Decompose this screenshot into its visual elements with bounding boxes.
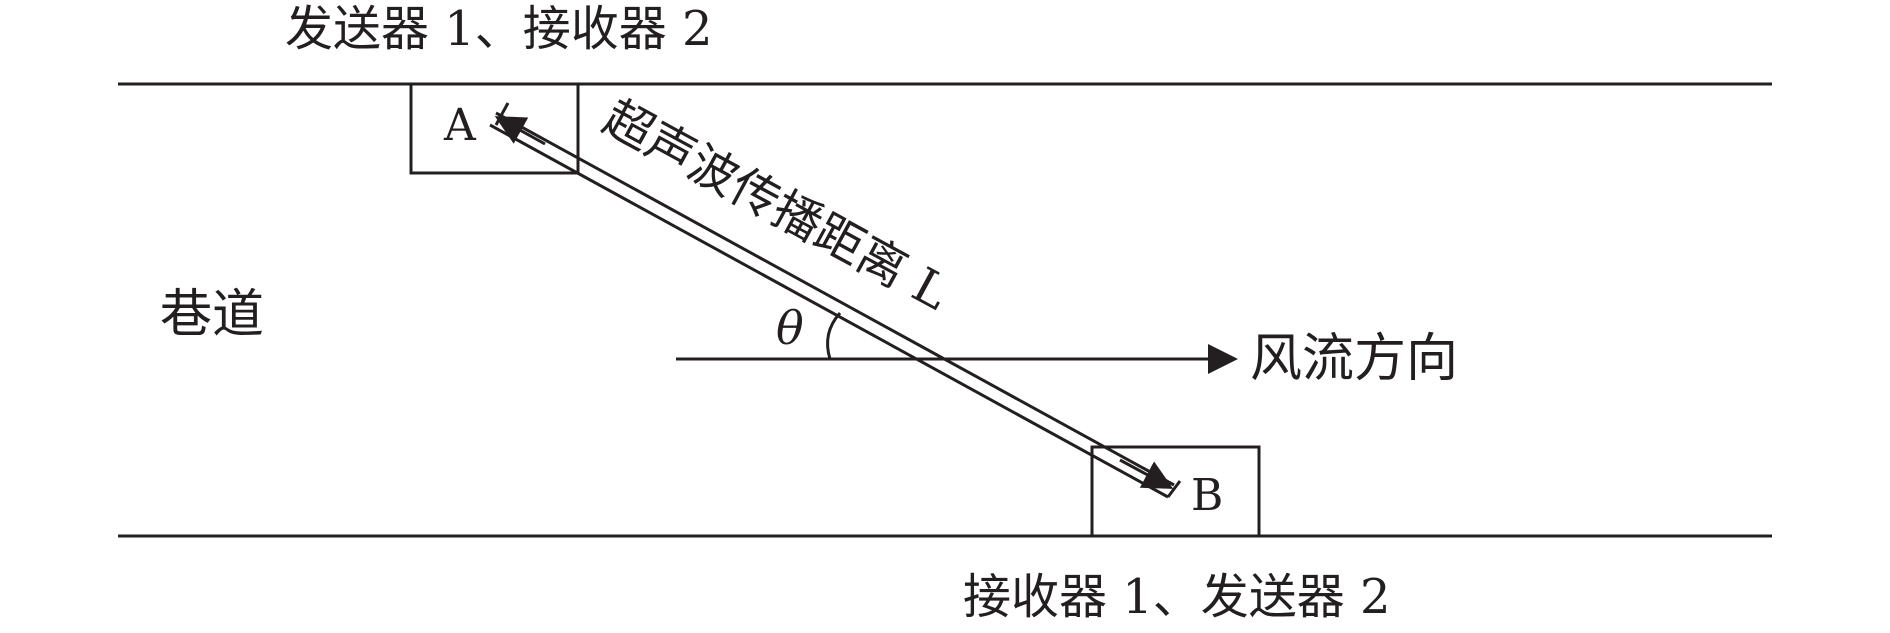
bottom-label: 接收器 1、发送器 2	[963, 569, 1391, 625]
node-a-label: A	[443, 100, 477, 151]
path-distance-label: 超声波传播距离 L	[594, 89, 957, 321]
top-label: 发送器 1、接收器 2	[285, 1, 713, 57]
path-end-tick-b	[1166, 480, 1182, 498]
tunnel-label: 巷道	[160, 285, 264, 345]
wind-direction-label: 风流方向	[1250, 329, 1458, 389]
path-line-lower	[489, 123, 1169, 499]
path-line-upper	[495, 111, 1175, 487]
transducer-box-b	[1090, 445, 1261, 538]
angle-theta-label: θ	[776, 301, 804, 355]
arrow-to-b	[1119, 458, 1174, 489]
node-b-label: B	[1191, 470, 1223, 521]
arrow-to-a	[494, 116, 546, 146]
angle-arc	[826, 311, 842, 360]
transducer-box-a	[409, 82, 580, 175]
